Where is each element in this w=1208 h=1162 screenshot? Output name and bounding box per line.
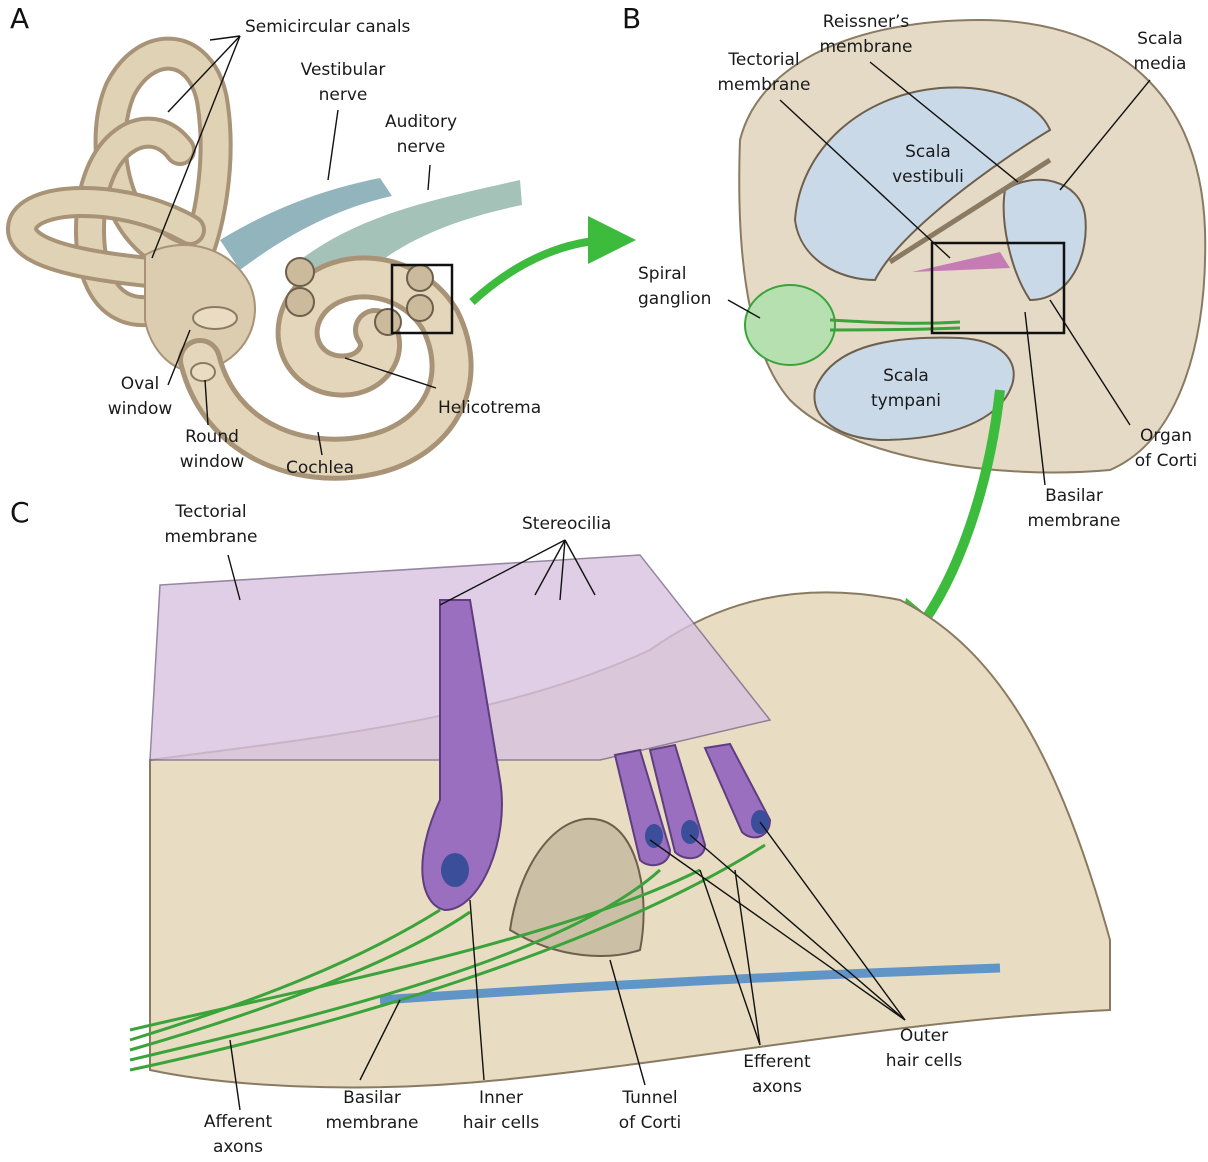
label-stereocilia: Stereocilia xyxy=(522,512,611,537)
label-semicircular-canals: Semicircular canals xyxy=(245,15,410,40)
label-cochlea: Cochlea xyxy=(286,456,354,481)
oval-window-shape xyxy=(193,307,237,329)
panel-label-b: B xyxy=(622,4,641,34)
label-helicotrema: Helicotrema xyxy=(438,396,541,421)
panel-c-drawing xyxy=(130,540,1110,1110)
round-window-shape xyxy=(191,363,215,381)
panel-label-a: A xyxy=(10,4,29,34)
arrow-a-to-b xyxy=(472,240,612,302)
panel-label-c: C xyxy=(10,498,30,528)
